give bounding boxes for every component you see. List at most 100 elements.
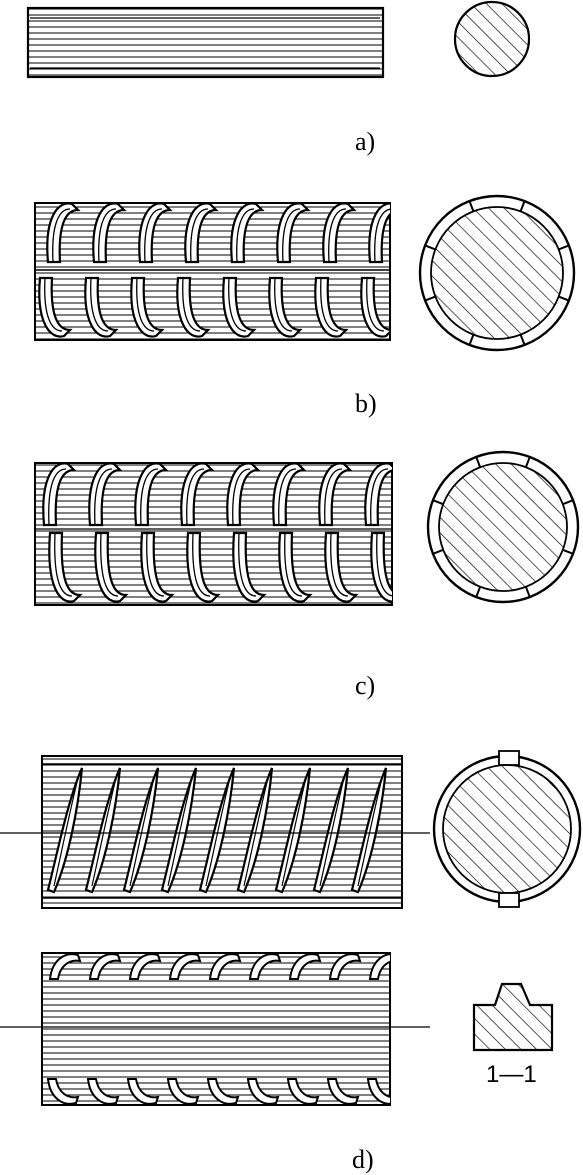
rib: [184, 202, 219, 264]
rib-notch-edge: [562, 548, 574, 555]
rib: [314, 276, 349, 338]
rib-edge: [94, 468, 113, 526]
rib: [322, 202, 357, 264]
spiral-bar-side-view: [0, 755, 430, 909]
rib: [180, 462, 215, 527]
rib: [88, 462, 123, 527]
rib: [324, 531, 359, 603]
cross-section-rib-notches: [424, 200, 570, 346]
rib: [186, 531, 221, 603]
rib-edge: [186, 468, 205, 526]
crescent-bar-side-view: [34, 462, 393, 606]
panel-a: a): [26, 0, 531, 156]
rib: [272, 462, 307, 527]
plain-bar-side-view: [26, 6, 385, 79]
rib-notch-edge: [562, 499, 574, 506]
rib-edge: [366, 277, 385, 332]
rib: [38, 276, 73, 338]
rib-notch-edge: [519, 334, 526, 346]
rib: [140, 531, 175, 603]
rib-edge: [282, 208, 301, 263]
side-rib: [206, 1078, 240, 1105]
section-label: 1—1: [486, 1061, 537, 1088]
herringbone-bar-side-view: [34, 202, 391, 341]
rib-edge: [100, 532, 119, 597]
rib-edge: [53, 773, 80, 887]
rib-edge: [90, 277, 109, 332]
side-rib: [328, 953, 362, 980]
rib-edge: [370, 468, 389, 526]
rib: [360, 276, 390, 338]
side-rib: [286, 1078, 320, 1105]
rib: [134, 462, 169, 527]
rib: [268, 276, 303, 338]
rib: [130, 276, 165, 338]
rib-edge: [376, 532, 392, 597]
rib: [92, 202, 127, 264]
rib: [42, 462, 77, 527]
rib-notch-edge: [558, 244, 570, 251]
rib-notch-edge: [468, 200, 475, 212]
rib-notch-edge: [524, 456, 531, 468]
rib-edge: [182, 277, 201, 332]
rib: [276, 202, 311, 264]
rib-edge: [238, 532, 257, 597]
side-rib: [246, 1078, 280, 1105]
rib-edge: [98, 208, 117, 263]
rib-section-1-1: 1—1: [472, 982, 554, 1088]
rib-edge: [236, 208, 255, 263]
side-rib: [126, 1078, 160, 1105]
rib: [318, 462, 353, 527]
crescent-side-bar-view: [0, 952, 430, 1106]
rib: [230, 202, 265, 264]
panel-label-b: b): [355, 389, 377, 418]
plain-bar-cross-section: [453, 0, 531, 78]
rib: [84, 276, 119, 338]
rib-edge: [54, 532, 73, 597]
panel-d: 1—1 d): [0, 750, 582, 1174]
side-rib: [166, 1078, 200, 1105]
rib: [222, 276, 257, 338]
rib-edge: [228, 277, 247, 332]
rib-notch-edge: [519, 200, 526, 212]
rib-edge: [91, 773, 118, 887]
rib-edge: [330, 532, 349, 597]
spiral-ribs: [46, 767, 388, 894]
rib-notch-edge: [524, 586, 531, 598]
side-rib: [46, 1078, 80, 1105]
rib-edge: [205, 773, 232, 887]
panel-label-d: d): [352, 1145, 374, 1174]
herringbone-ribs: [35, 202, 390, 338]
side-rib: [288, 953, 322, 980]
rib-notch-edge: [432, 548, 444, 555]
rib: [232, 531, 267, 603]
side-rib: [128, 953, 162, 980]
side-rib: [86, 1078, 120, 1105]
rib-edge: [278, 468, 297, 526]
rib: [364, 462, 392, 527]
rib-notch-edge: [475, 586, 482, 598]
rib-edge: [281, 773, 308, 887]
rib-edge: [232, 468, 251, 526]
panel-label-a: a): [355, 127, 375, 156]
rib-edge: [192, 532, 211, 597]
rib-edge: [144, 208, 163, 263]
herringbone-bar-cross-section: [418, 194, 576, 352]
rib-edge: [44, 277, 63, 332]
rib-edge: [190, 208, 209, 263]
rib: [278, 531, 313, 603]
cross-section-rib-notches: [432, 456, 574, 598]
crescent-bar-cross-section: [426, 450, 580, 604]
rib-edge: [324, 468, 343, 526]
spiral-bar-cross-section: [432, 750, 582, 908]
rib-notch-edge: [432, 499, 444, 506]
rib-edge: [243, 773, 270, 887]
rib-notch-edge: [468, 334, 475, 346]
rib-edge: [319, 773, 346, 887]
rib-edge: [140, 468, 159, 526]
rib-edge: [136, 277, 155, 332]
side-rib: [208, 953, 242, 980]
rib-edge: [52, 208, 71, 263]
side-rib: [366, 1078, 390, 1105]
